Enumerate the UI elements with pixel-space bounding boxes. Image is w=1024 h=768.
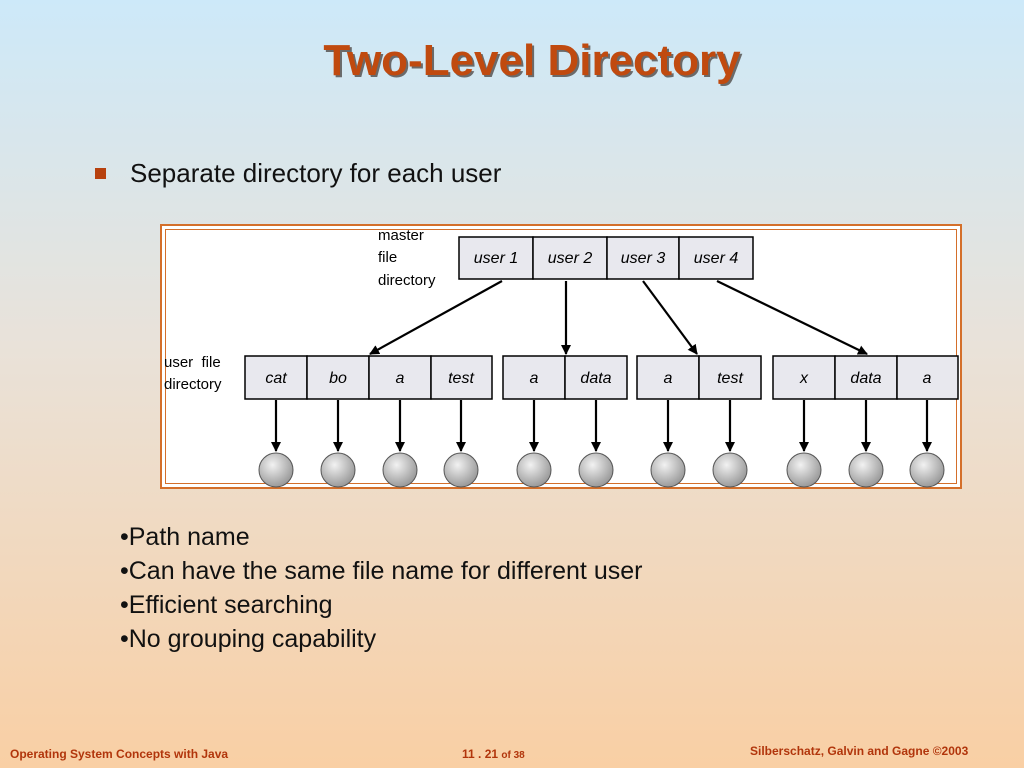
points-list: •Path name •Can have the same file name … [120,520,642,656]
file-node [786,452,822,488]
dir3-entry-a: a [664,370,673,387]
footer-page: 11 . 21 of 38 [462,747,525,761]
dir1-entry-test: test [448,370,474,387]
point-same-file-name: •Can have the same file name for differe… [120,557,643,585]
dir1-entry-cat: cat [265,370,287,387]
user-label-line1: user file [164,354,221,371]
dir4-entry-a: a [923,370,932,387]
file-node [516,452,552,488]
point-path-name: •Path name [120,523,250,551]
file-node [650,452,686,488]
file-nodes [258,400,945,488]
slide-title: Two-Level Directory [323,36,741,85]
dir1-entry-a: a [396,370,405,387]
master-label-line3: directory [378,272,436,289]
footer-page-total: of 38 [501,750,525,761]
user-dir-4: x data a [772,355,959,400]
master-label-line2: file [378,249,397,266]
dir4-entry-x: x [799,370,809,387]
square-bullet-icon [95,168,106,179]
main-bullet-text: Separate directory for each user [130,158,502,188]
dir2-entry-data: data [580,370,611,387]
file-node [320,452,356,488]
file-node [578,452,614,488]
master-entry-user2: user 2 [548,250,593,267]
dir1-entry-bo: bo [329,370,347,387]
user-dir-3: a test [636,355,762,400]
file-node [909,452,945,488]
main-bullet: Separate directory for each user [95,158,501,189]
file-node [712,452,748,488]
file-node [443,452,479,488]
footer-page-number: 11 . 21 [462,747,499,761]
master-entry-user3: user 3 [621,250,666,267]
dir2-entry-a: a [530,370,539,387]
user-dir-1: cat bo a test [244,355,493,400]
master-directory: user 1 user 2 user 3 user 4 [458,236,754,280]
footer-left: Operating System Concepts with Java [10,747,229,761]
master-label-line1: master [378,227,424,244]
file-node [848,452,884,488]
dir4-entry-data: data [850,370,881,387]
footer-right: Silberschatz, Galvin and Gagne ©2003 [750,744,969,758]
file-node [382,452,418,488]
user-label-line2: directory [164,376,222,393]
user-dir-2: a data [502,355,628,400]
master-entry-user1: user 1 [474,250,518,267]
dir3-entry-test: test [717,370,743,387]
point-no-grouping: •No grouping capability [120,625,377,653]
master-entry-user4: user 4 [694,250,739,267]
master-arrows [369,280,868,355]
point-efficient-searching: •Efficient searching [120,591,333,619]
file-node [258,452,294,488]
